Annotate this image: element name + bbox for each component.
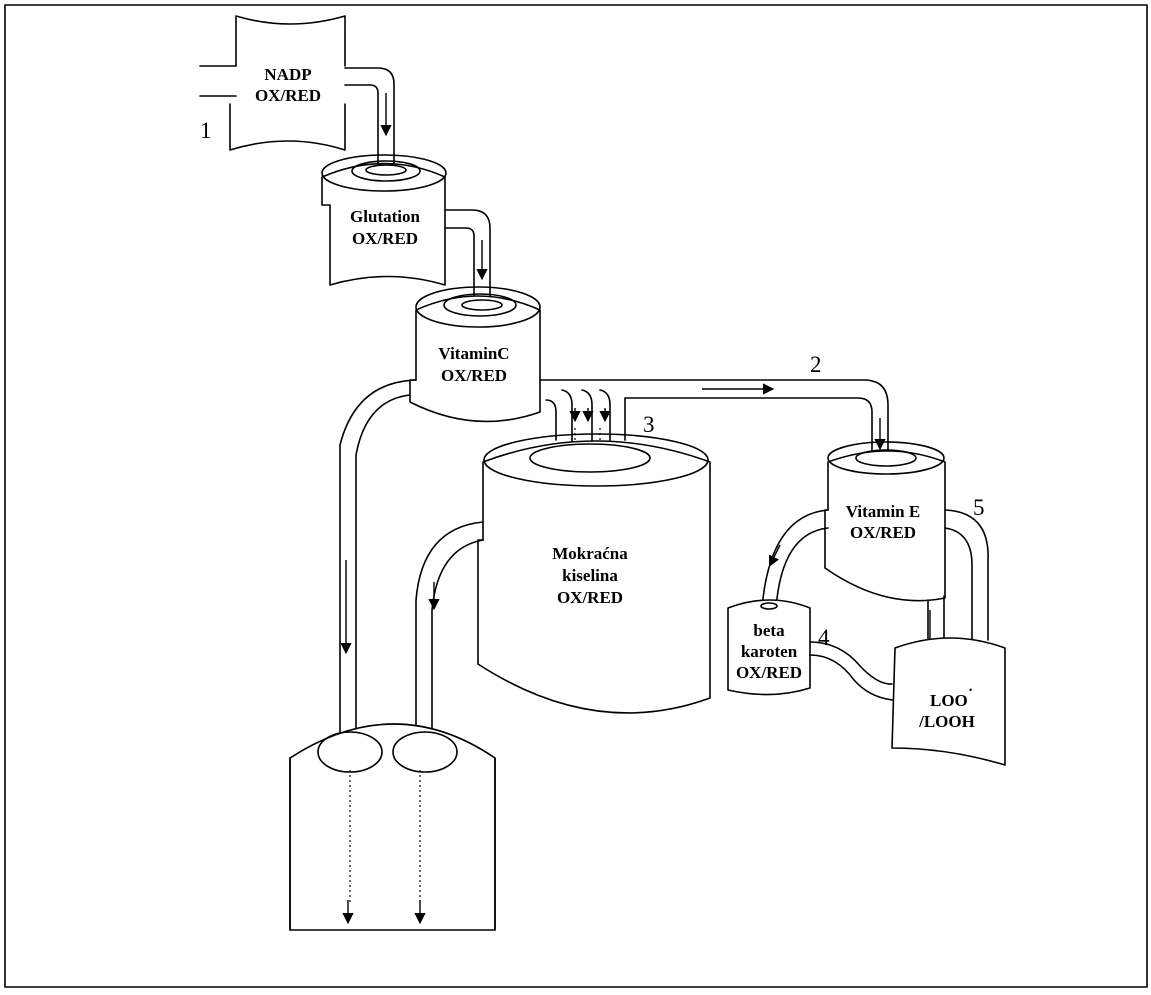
beta-label: beta: [753, 621, 785, 640]
vitamin-e-label: Vitamin E: [846, 502, 920, 521]
vitamin-c-container: [409, 286, 541, 423]
beta-karoten-container: [727, 599, 811, 696]
number-3: 3: [643, 412, 655, 437]
beta-state: OX/RED: [736, 663, 802, 682]
vitamin-c-state: OX/RED: [441, 366, 507, 385]
number-2: 2: [810, 352, 822, 377]
nadp-label: NADP: [264, 65, 311, 84]
vitamin-e-state: OX/RED: [850, 523, 916, 542]
beta-label-2: karoten: [741, 642, 798, 661]
vitc-to-outlet-tubes: [339, 379, 417, 741]
mokracna-label: Mokraćna: [552, 544, 628, 563]
nadp-state: OX/RED: [255, 86, 321, 105]
nadp-container: [199, 15, 395, 169]
loo-label: LOO˙: [930, 685, 973, 710]
number-1: 1: [200, 118, 212, 143]
number-4: 4: [818, 625, 830, 650]
outlet-container: [289, 723, 496, 931]
looh-label: /LOOH: [918, 712, 975, 731]
mokracna-to-outlet-tubes: [415, 521, 484, 741]
vite-to-beta-tube: [761, 509, 829, 609]
number-5: 5: [973, 495, 985, 520]
vitc-to-vite-pipe: [539, 379, 889, 461]
frame: [4, 4, 1148, 988]
vitamin-c-label: VitaminC: [438, 344, 509, 363]
mokracna-state: OX/RED: [557, 588, 623, 607]
vitamin-e-container: [824, 441, 946, 602]
loo-container: [891, 637, 1006, 766]
glutation-state: OX/RED: [352, 229, 418, 248]
mokracna-container: [477, 433, 711, 714]
glutation-container: [321, 154, 491, 309]
glutation-label: Glutation: [350, 207, 420, 226]
beta-to-loo-tube: [809, 641, 895, 701]
flow-arrow-to-beta: [768, 544, 781, 568]
mokracna-label-2: kiselina: [562, 566, 618, 585]
